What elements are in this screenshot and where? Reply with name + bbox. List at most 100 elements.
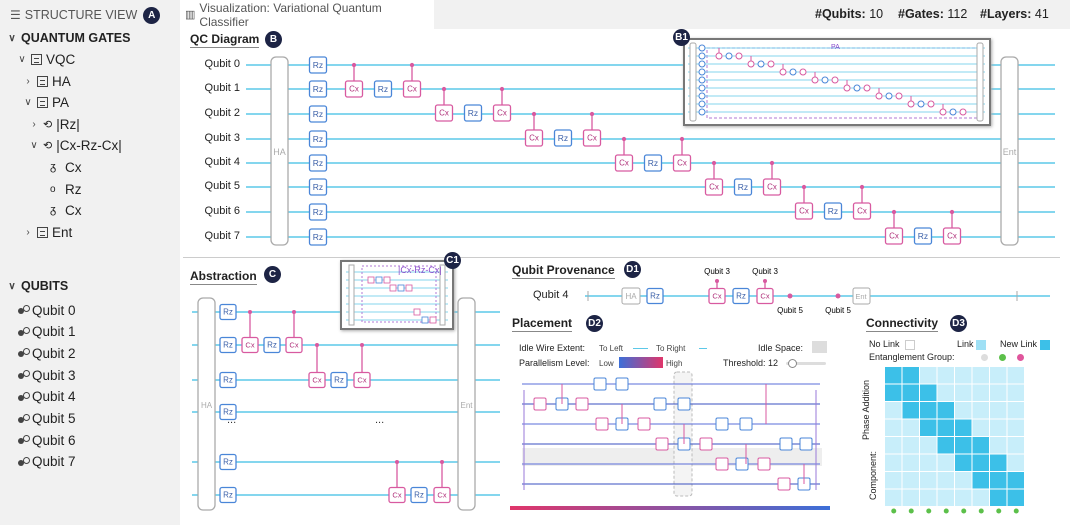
- tree-item-pa[interactable]: ∨PA: [22, 92, 69, 112]
- rz-gate[interactable]: Rz: [219, 403, 237, 421]
- sidebar-qubit-1[interactable]: Qubit 1: [18, 322, 76, 342]
- qc-minimap[interactable]: PA: [683, 38, 991, 126]
- cx-gate[interactable]: Cx: [402, 80, 422, 98]
- cx-gate[interactable]: Cx: [756, 287, 774, 305]
- cx-gate[interactable]: Cx: [614, 154, 634, 172]
- rz-gate[interactable]: Rz: [308, 130, 328, 148]
- cx-gate[interactable]: Cx: [884, 227, 904, 245]
- rz-gate[interactable]: Rz: [219, 303, 237, 321]
- tree-item-ent[interactable]: ›Ent: [22, 222, 72, 242]
- rz-gate-label: Rz: [558, 133, 568, 143]
- rz-gate[interactable]: Rz: [913, 227, 933, 245]
- connectivity-matrix[interactable]: [885, 367, 1035, 517]
- rz-gate[interactable]: Rz: [308, 56, 328, 74]
- chevron-down-icon[interactable]: ∨: [24, 96, 32, 108]
- cx-gate[interactable]: Cx: [762, 178, 782, 196]
- rz-gate[interactable]: Rz: [219, 453, 237, 471]
- cx-gate[interactable]: Cx: [241, 336, 259, 354]
- chevron-down-icon[interactable]: ∨: [8, 32, 16, 44]
- chevron-right-icon[interactable]: ›: [26, 75, 30, 87]
- cx-control-dot: [589, 111, 595, 117]
- cx-gate[interactable]: Cx: [285, 336, 303, 354]
- rz-gate[interactable]: Rz: [263, 336, 281, 354]
- connectivity-cell: [990, 472, 1007, 489]
- cx-gate[interactable]: Cx: [794, 202, 814, 220]
- rz-gate[interactable]: Rz: [553, 129, 573, 147]
- badge-d1: D1: [624, 261, 641, 278]
- rz-gate[interactable]: Rz: [308, 105, 328, 123]
- sidebar-qubit-2[interactable]: Qubit 2: [18, 343, 76, 363]
- rz-gate[interactable]: Rz: [308, 228, 328, 246]
- rz-gate[interactable]: Rz: [308, 178, 328, 196]
- tree-item-cx-rz-cx[interactable]: ∨⟲|Cx-Rz-Cx|: [28, 135, 121, 155]
- rz-gate[interactable]: Rz: [732, 287, 750, 305]
- rz-gate[interactable]: Rz: [823, 202, 843, 220]
- cx-gate[interactable]: Cx: [308, 371, 326, 389]
- chevron-right-icon[interactable]: ›: [32, 118, 36, 130]
- abstraction-minimap[interactable]: |Cx-Rz-Cx|: [340, 260, 454, 330]
- tree-item-ha[interactable]: ›HA: [22, 71, 70, 91]
- tree-item-vqc[interactable]: ∨VQC: [16, 49, 75, 69]
- cx-gate[interactable]: Cx: [344, 80, 364, 98]
- cx-gate[interactable]: Cx: [433, 486, 451, 504]
- abstraction-minimap-canvas: [346, 264, 448, 326]
- cx-gate[interactable]: Cx: [672, 154, 692, 172]
- cx-gate[interactable]: Cx: [353, 371, 371, 389]
- connectivity-cell: [972, 472, 989, 489]
- rz-gate[interactable]: Rz: [219, 371, 237, 389]
- placement-diagram[interactable]: [510, 370, 840, 515]
- slider-handle[interactable]: [788, 359, 797, 368]
- rz-gate[interactable]: Rz: [410, 486, 428, 504]
- rz-gate-label: Rz: [334, 376, 344, 385]
- connectivity-cell: [972, 419, 989, 436]
- cx-gate[interactable]: Cx: [582, 129, 602, 147]
- to-left-option[interactable]: To Left: [599, 344, 624, 353]
- sidebar-qubit-7[interactable]: Qubit 7: [18, 452, 76, 472]
- sidebar-qubit-0[interactable]: Qubit 0: [18, 300, 76, 320]
- cx-gate-label: Cx: [439, 109, 449, 118]
- cx-gate[interactable]: Cx: [434, 104, 454, 122]
- rz-gate[interactable]: Rz: [646, 287, 664, 305]
- rz-gate[interactable]: Rz: [308, 203, 328, 221]
- rz-gate[interactable]: Rz: [330, 371, 348, 389]
- rz-gate[interactable]: Rz: [308, 154, 328, 172]
- rz-gate-label: Rz: [313, 232, 323, 242]
- chevron-down-icon[interactable]: ∨: [30, 139, 38, 151]
- rz-gate[interactable]: Rz: [373, 80, 393, 98]
- cx-gate-box: [388, 486, 406, 504]
- rz-gate[interactable]: Rz: [219, 336, 237, 354]
- rz-gate[interactable]: Rz: [643, 154, 663, 172]
- qubits-section[interactable]: ∨QUBITS: [6, 276, 68, 296]
- cx-gate[interactable]: Cx: [708, 287, 726, 305]
- chevron-right-icon[interactable]: ›: [26, 226, 30, 238]
- quantum-gates-section[interactable]: ∨QUANTUM GATES: [6, 28, 130, 48]
- cx-gate[interactable]: Cx: [942, 227, 962, 245]
- rz-gate[interactable]: Rz: [308, 80, 328, 98]
- to-right-option[interactable]: To Right: [656, 344, 686, 353]
- visualization-tab[interactable]: ▥ Visualization: Variational Quantum Cla…: [180, 0, 434, 29]
- rz-gate[interactable]: Rz: [219, 486, 237, 504]
- cx-gate[interactable]: Cx: [492, 104, 512, 122]
- connectivity-cell: [937, 489, 954, 506]
- rz-gate[interactable]: Rz: [733, 178, 753, 196]
- cx-gate[interactable]: Cx: [524, 129, 544, 147]
- cx-gate[interactable]: Cx: [852, 202, 872, 220]
- cx-gate[interactable]: Cx: [704, 178, 724, 196]
- sidebar-qubit-label: Qubit 0: [32, 302, 76, 318]
- sidebar-qubit-4[interactable]: Qubit 4: [18, 387, 76, 407]
- tree-item-rz-block[interactable]: ›⟲|Rz|: [28, 114, 79, 134]
- sidebar-qubit-6[interactable]: Qubit 6: [18, 430, 76, 450]
- chevron-down-icon[interactable]: ∨: [18, 53, 26, 65]
- rz-gate[interactable]: Rz: [463, 104, 483, 122]
- cx-gate[interactable]: Cx: [388, 486, 406, 504]
- sidebar-qubit-3[interactable]: Qubit 3: [18, 365, 76, 385]
- sidebar-qubit-5[interactable]: Qubit 5: [18, 409, 76, 429]
- chevron-down-icon[interactable]: ∨: [8, 280, 16, 292]
- threshold-slider[interactable]: [786, 359, 826, 368]
